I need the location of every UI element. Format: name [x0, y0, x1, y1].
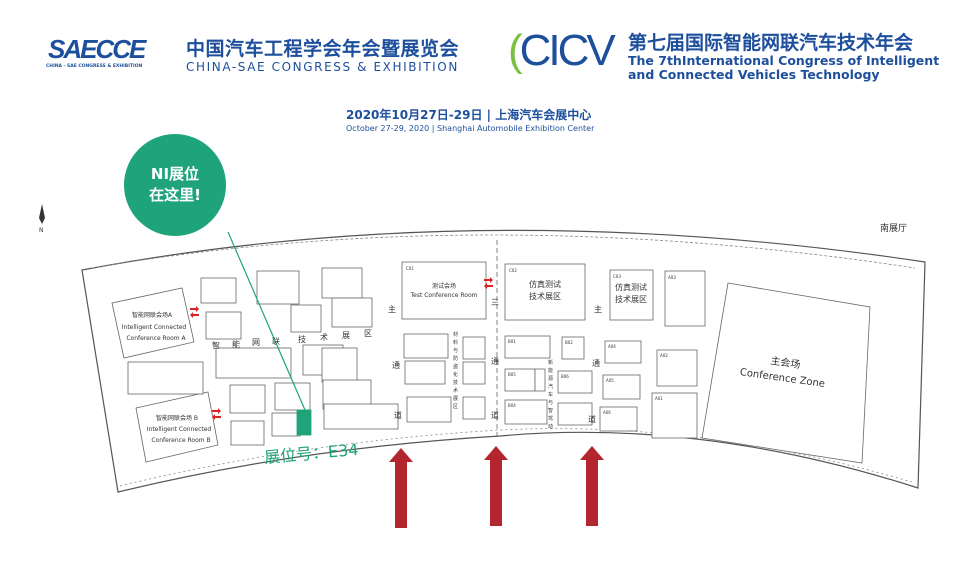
svg-text:A01: A01: [655, 396, 663, 401]
svg-text:B01: B01: [508, 339, 516, 344]
svg-text:B02: B02: [565, 340, 573, 345]
svg-text:B05: B05: [508, 372, 516, 377]
material-zone-label: 材 料 与 防 盗 化 技 术 展 区: [453, 331, 458, 410]
callout-pointer-line: [227, 231, 306, 411]
svg-text:Intelligent Connected: Intelligent Connected: [122, 324, 187, 331]
svg-text:道: 道: [491, 410, 499, 420]
svg-text:能: 能: [548, 367, 553, 374]
saecce-logo-sub: CHINA - SAE CONGRESS & EXHIBITION: [46, 64, 143, 69]
svg-text:料: 料: [453, 339, 458, 346]
saecce-title-cn: 中国汽车工程学会年会暨展览会: [186, 38, 460, 60]
svg-text:动: 动: [548, 423, 553, 430]
svg-text:技术展区: 技术展区: [529, 291, 561, 301]
svg-text:展: 展: [453, 396, 458, 402]
cicv-logo-text: CICV: [519, 26, 616, 75]
saecce-logo: SAECCE: [48, 34, 146, 64]
svg-text:仿真测试: 仿真测试: [615, 282, 647, 292]
door-arrow-icons: [190, 277, 493, 420]
svg-text:网: 网: [252, 338, 260, 347]
svg-text:主: 主: [388, 304, 396, 314]
svg-text:Conference Room A: Conference Room A: [126, 335, 186, 342]
svg-text:通: 通: [491, 356, 499, 366]
svg-text:防: 防: [453, 355, 458, 362]
svg-text:A03: A03: [668, 275, 676, 280]
cicv-title-en-2: and Connected Vehicles Technology: [628, 67, 880, 82]
svg-text:B04: B04: [508, 403, 516, 408]
hall-name: 南展厅: [880, 224, 908, 234]
svg-text:驾: 驾: [548, 415, 553, 422]
svg-text:主: 主: [594, 304, 602, 314]
svg-text:车: 车: [548, 391, 553, 398]
svg-text:仿真测试: 仿真测试: [529, 279, 561, 289]
entrance-arrow-icon: [580, 446, 604, 526]
svg-text:智能网联会场A: 智能网联会场A: [132, 311, 173, 319]
svg-text:Conference Room B: Conference Room B: [151, 437, 210, 444]
callout-line-1: NI展位: [150, 165, 200, 183]
svg-text:C02: C02: [509, 268, 517, 273]
svg-text:主会场: 主会场: [770, 354, 802, 371]
svg-text:A02: A02: [660, 353, 668, 358]
simulation-zone-2: C03 仿真测试 技术展区: [609, 269, 654, 321]
aisle-label-1: 主 通 道: [388, 304, 402, 420]
compass-icon: N: [39, 204, 45, 234]
event-date-en: October 27-29, 2020 | Shanghai Automobil…: [346, 124, 595, 133]
entrance-arrow-icon: [389, 448, 413, 528]
svg-text:术: 术: [320, 332, 328, 342]
svg-text:A04: A04: [608, 344, 616, 349]
svg-text:技: 技: [298, 334, 306, 344]
svg-text:技: 技: [453, 379, 458, 386]
conference-room-a: 智能网联会场A Intelligent Connected Conference…: [111, 287, 195, 359]
svg-text:材: 材: [453, 331, 458, 338]
test-conference-room: C01 测试会场 Test Conference Room: [401, 261, 487, 320]
svg-text:术: 术: [453, 387, 458, 394]
svg-text:展: 展: [342, 331, 350, 340]
svg-text:盗: 盗: [453, 363, 458, 370]
svg-text:智: 智: [548, 407, 553, 414]
svg-text:新: 新: [548, 359, 553, 366]
cicv-title-en-1: The 7thInternational Congress of Intelli…: [628, 53, 940, 68]
svg-text:Intelligent Connected: Intelligent Connected: [147, 426, 212, 433]
aisle-label-3: 主 通 道: [588, 304, 602, 424]
main-conference-zone: 主会场 Conference Zone: [701, 282, 871, 464]
svg-text:汽: 汽: [548, 383, 553, 390]
entrance-arrow-icon: [484, 446, 508, 526]
svg-text:化: 化: [453, 371, 458, 378]
conference-room-b: 智能网联会场 B Intelligent Connected Conferenc…: [135, 391, 219, 463]
cicv-title-cn: 第七届国际智能网联汽车技术年会: [628, 32, 914, 54]
simulation-zone-1: C02 仿真测试 技术展区: [504, 263, 586, 321]
svg-text:C03: C03: [613, 274, 621, 279]
callout-line-2: 在这里!: [149, 186, 201, 204]
svg-text:A05: A05: [606, 378, 614, 383]
svg-text:C01: C01: [406, 266, 414, 271]
cicv-logo: (CICV: [508, 26, 616, 75]
booth-e34-highlight[interactable]: [296, 409, 312, 436]
svg-text:通: 通: [592, 358, 600, 368]
event-date-cn: 2020年10月27日-29日 | 上海汽车会展中心: [346, 108, 592, 122]
svg-text:A06: A06: [603, 410, 611, 415]
svg-text:区: 区: [364, 329, 372, 338]
svg-text:智: 智: [212, 340, 220, 350]
saecce-title-en: CHINA-SAE CONGRESS & EXHIBITION: [186, 60, 459, 74]
svg-text:与: 与: [548, 399, 553, 406]
hall-outline: [81, 229, 926, 493]
booth-callout-bubble: NI展位 在这里!: [124, 134, 226, 236]
svg-text:区: 区: [453, 404, 458, 410]
svg-text:能: 能: [232, 339, 240, 349]
svg-text:N: N: [39, 227, 44, 234]
svg-text:道: 道: [588, 414, 596, 424]
svg-text:智能网联会场 B: 智能网联会场 B: [156, 414, 198, 422]
svg-text:与: 与: [453, 347, 458, 354]
svg-text:测试会场: 测试会场: [432, 282, 456, 290]
svg-text:三: 三: [491, 298, 499, 307]
svg-text:道: 道: [394, 410, 402, 420]
svg-text:技术展区: 技术展区: [615, 294, 647, 304]
aisle-label-2: 三 通 道: [491, 298, 499, 420]
nev-zone-label: 新 能 源 汽 车 与 智 驾 动: [548, 359, 553, 430]
svg-text:通: 通: [392, 360, 400, 370]
svg-text:B06: B06: [561, 374, 569, 379]
svg-text:源: 源: [548, 375, 553, 382]
svg-text:Test Conference Room: Test Conference Room: [409, 292, 477, 299]
